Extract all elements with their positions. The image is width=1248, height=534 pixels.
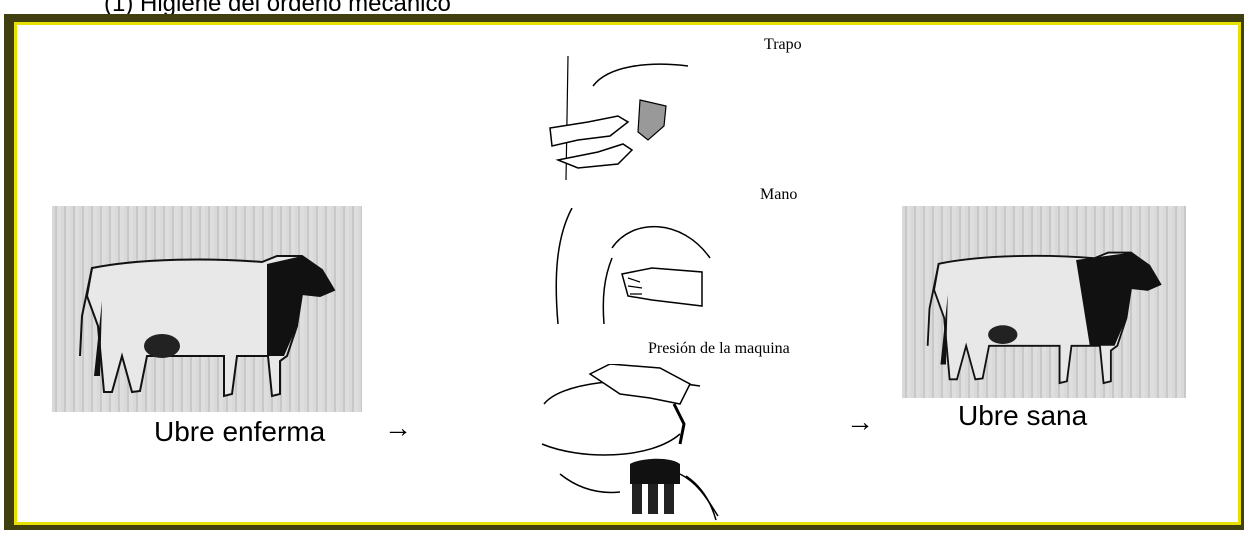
page-title: (1) Higiene del ordeño mecánico: [104, 0, 451, 17]
milking-machine-drawing: [541, 364, 719, 521]
cow-healthy-drawing: [926, 251, 1162, 385]
step-label-maquina: Presión de la maquina: [648, 340, 790, 357]
cow-diseased-image: [52, 206, 362, 412]
step-label-trapo: Trapo: [764, 36, 802, 53]
arrow-right: →: [846, 406, 874, 437]
right-label: Ubre sana: [958, 400, 1088, 431]
step-image-maquina: [540, 364, 720, 524]
cow-diseased-drawing: [79, 255, 336, 398]
arrow-left: →: [384, 412, 412, 443]
step-image-mano: [552, 208, 712, 324]
step-label-mano: Mano: [760, 186, 798, 203]
left-label: Ubre enferma: [154, 416, 326, 447]
step-image-trapo: [548, 56, 688, 180]
cow-healthy-image: [902, 206, 1186, 398]
hand-massaging-drawing: [555, 208, 711, 324]
cloth-wiping-drawing: [549, 56, 688, 180]
